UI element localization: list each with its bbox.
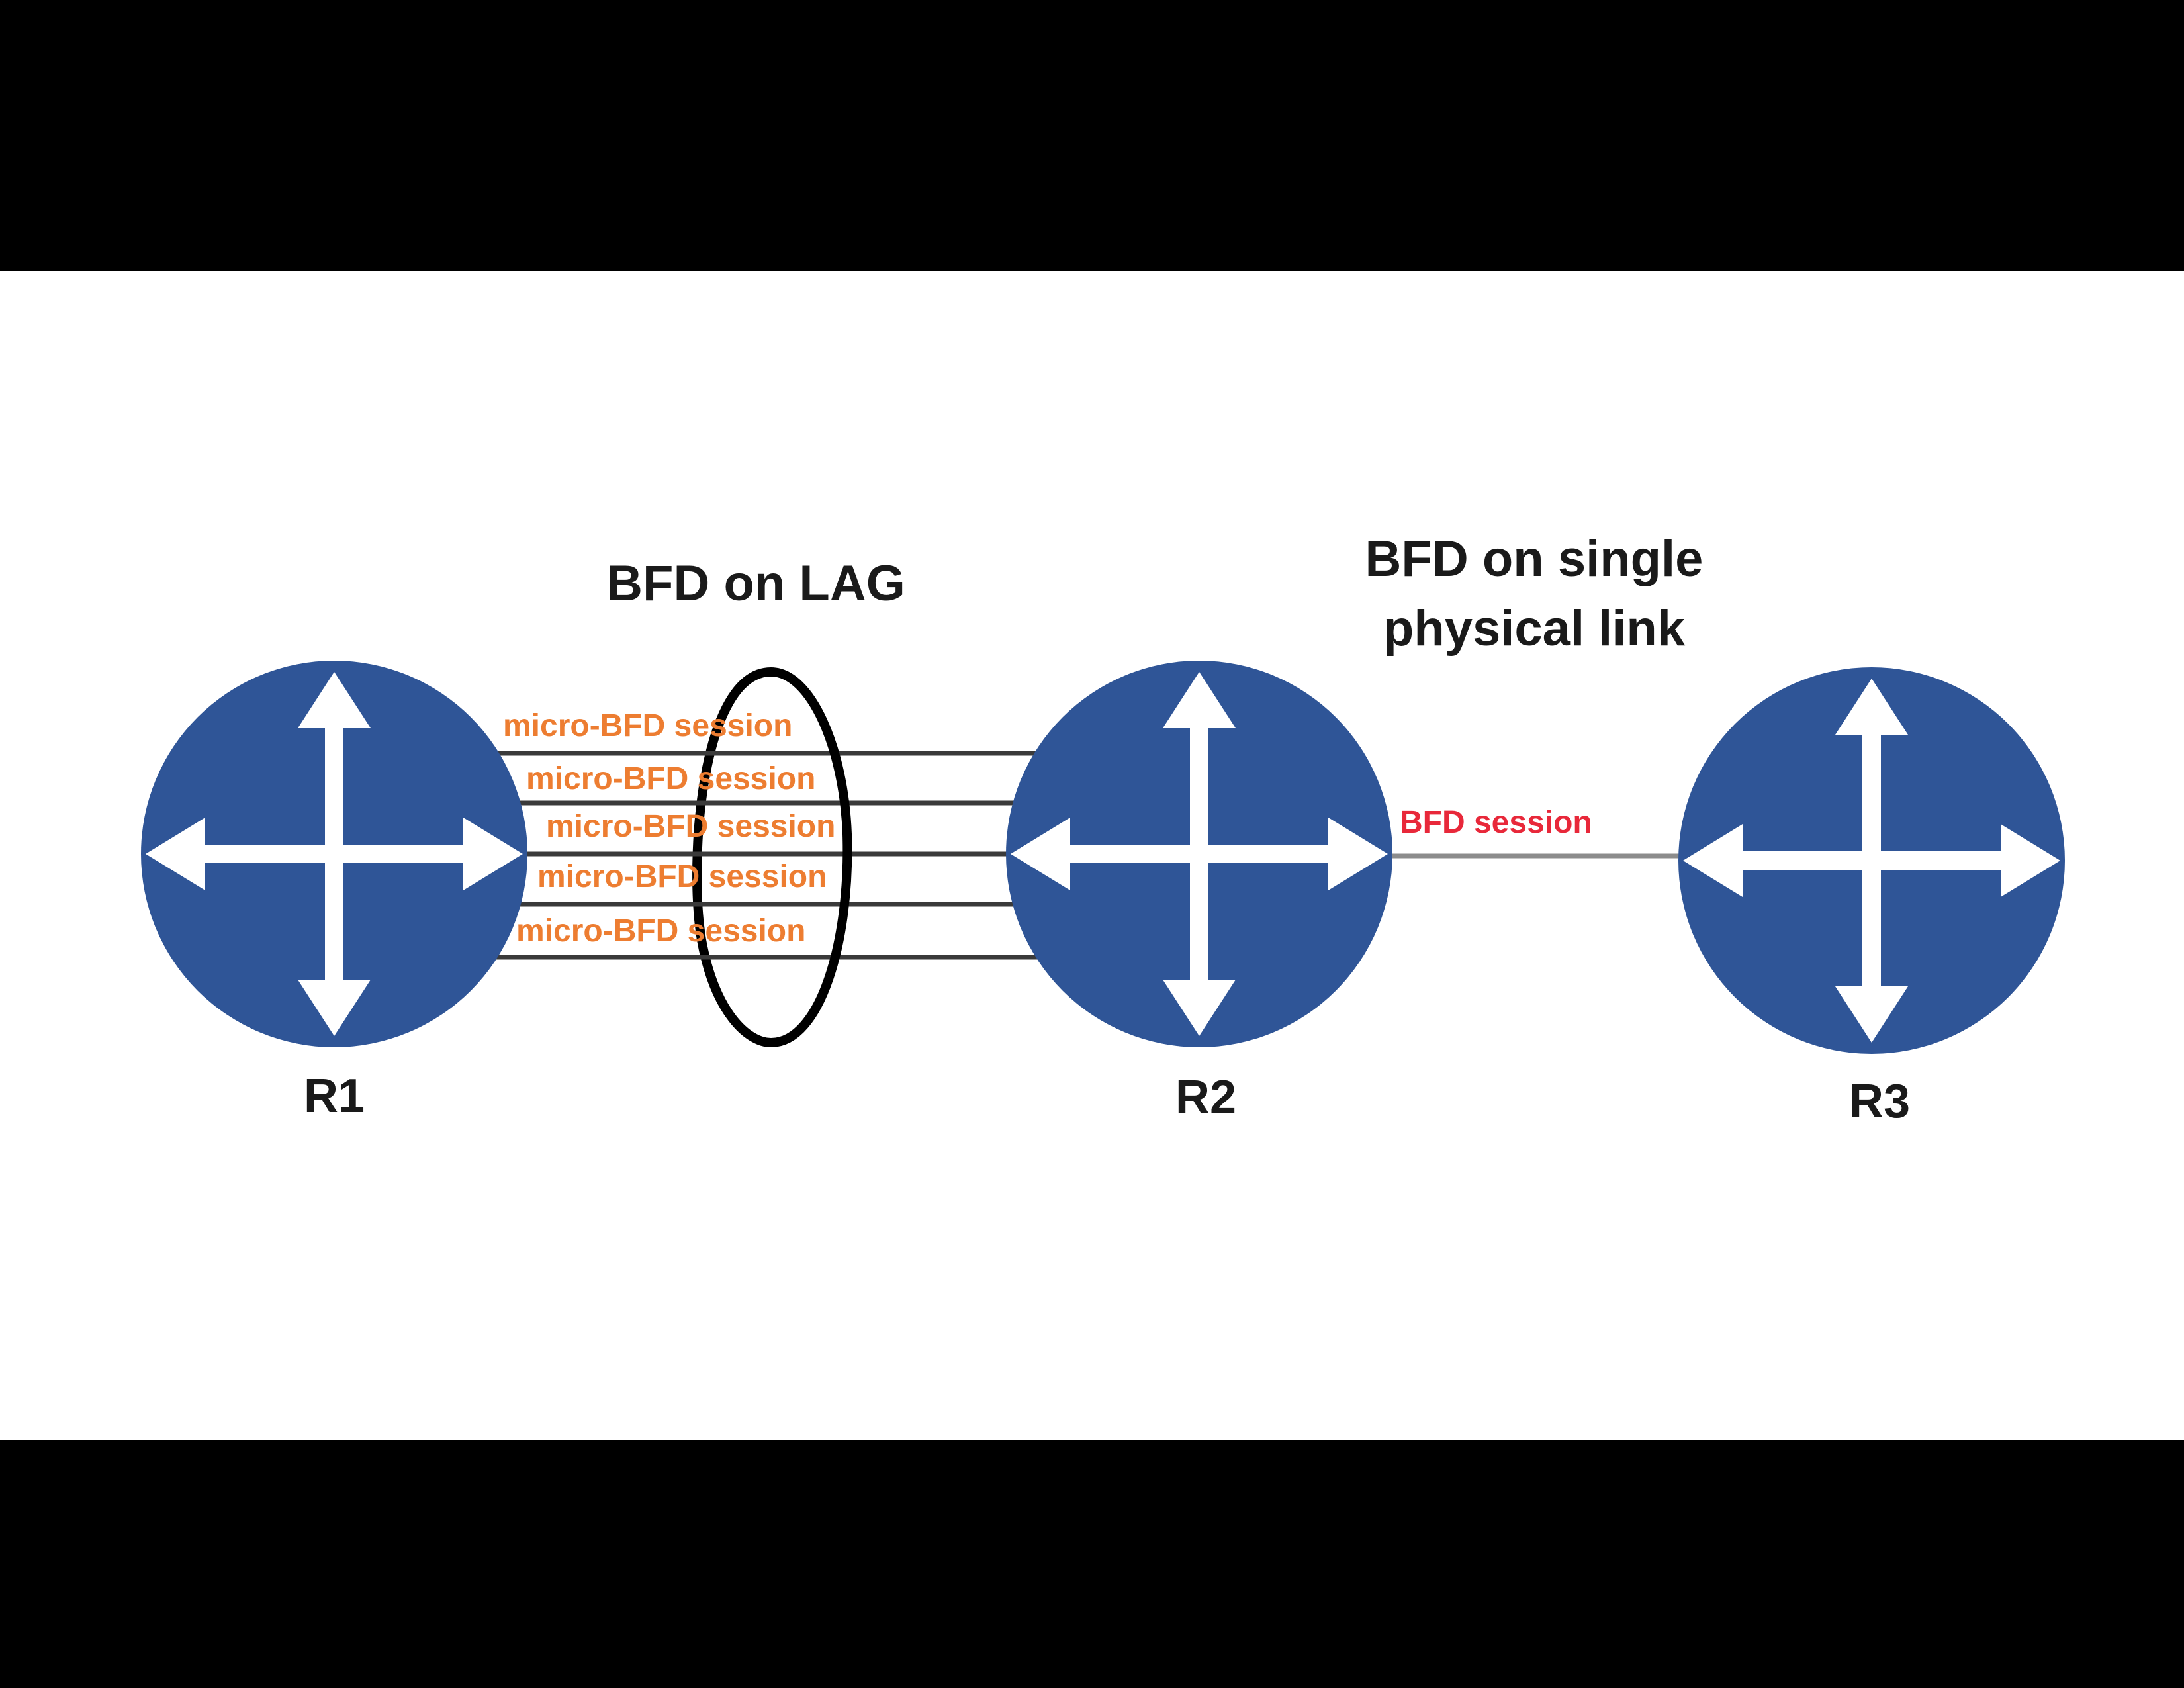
micro-bfd-label-3: micro-BFD session [546,809,835,844]
router-icon [141,661,527,1047]
micro-bfd-label-1: micro-BFD session [503,708,792,743]
micro-bfd-label-4: micro-BFD session [537,859,827,894]
title-bfd-single-link-line1: BFD on single [1365,531,1704,587]
lag-ring-front [770,667,852,1047]
bfd-session-label: BFD session [1400,805,1592,840]
router-r3 [1678,667,2065,1054]
router-label-r3: R3 [1849,1075,1910,1128]
micro-bfd-label-2: micro-BFD session [526,761,815,796]
router-icon [1006,661,1392,1047]
router-label-r2: R2 [1175,1071,1236,1124]
bottom-band [0,1440,2184,1688]
title-bfd-on-lag: BFD on LAG [606,555,905,612]
title-bfd-single-link-line2: physical link [1383,600,1686,657]
micro-bfd-label-5: micro-BFD session [516,914,805,949]
router-r2 [1006,661,1392,1047]
lag-links [490,751,1039,960]
router-icon [1678,667,2065,1054]
router-r1 [141,661,527,1047]
top-band [0,0,2184,271]
router-label-r1: R1 [304,1070,365,1123]
